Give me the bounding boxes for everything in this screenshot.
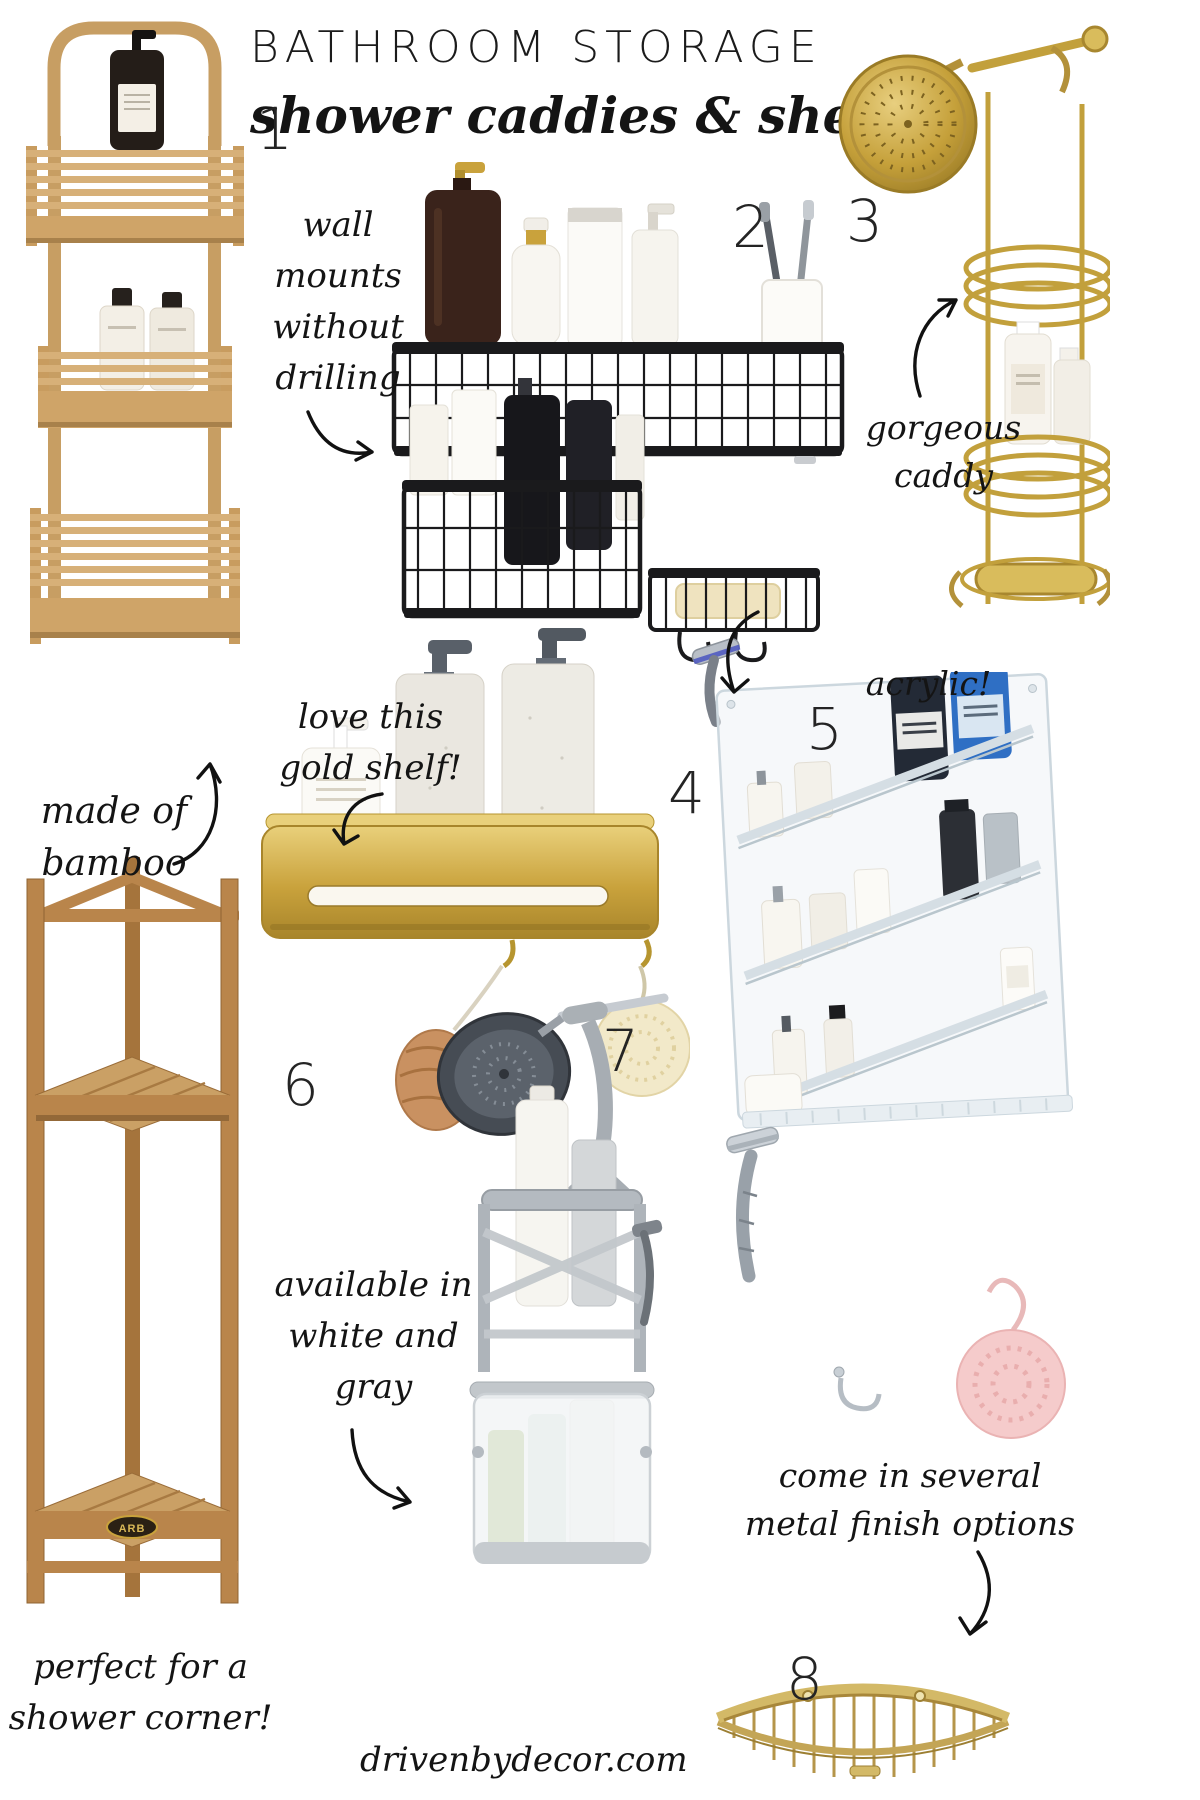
wire-soap-tray <box>648 568 820 663</box>
left-leg <box>26 878 45 1604</box>
top-frame <box>27 871 239 923</box>
product-2-black-wire-baskets <box>391 162 845 727</box>
bamboo-box-middle <box>38 346 232 428</box>
page-subtitle: shower caddies & shelves <box>250 86 963 145</box>
annotation-gold-shelf: love this gold shelf! <box>279 697 462 788</box>
gold-middle-basket <box>963 434 1110 518</box>
product-number-7: 7 <box>602 1017 639 1085</box>
product-number-1: 1 <box>256 95 293 163</box>
acrylic-shelf-row-2-products <box>761 799 1021 970</box>
white-round-bottle <box>511 217 561 346</box>
arrow-to-bamboo-caddy <box>172 762 222 866</box>
white-tubes-and-black-bottles <box>409 378 645 565</box>
arrow-to-gold-shelf <box>332 792 384 846</box>
arrow-to-gray-caddy <box>350 1428 412 1510</box>
product-7-gray-hanging-caddy <box>436 993 669 1564</box>
annotation-metal-finish: come in several metal finish options <box>744 1456 1076 1543</box>
page-title: BATHROOM STORAGE <box>250 22 823 73</box>
annotation-made-of-bamboo: made of bamboo <box>40 791 188 885</box>
annotation-gorgeous-caddy: gorgeous caddy <box>865 408 1022 495</box>
gold-soap-dish <box>949 557 1110 608</box>
product-5-acrylic-caddy <box>715 672 1074 1439</box>
bamboo-box-bottom <box>30 508 240 644</box>
dark-pump-bottle <box>110 30 164 150</box>
speckled-pump-bottle-right <box>501 628 595 861</box>
front-clip <box>849 1765 881 1777</box>
caddy-upper-section <box>478 1085 663 1372</box>
back-leg <box>125 857 140 1597</box>
shampoo-bottles <box>1004 321 1091 445</box>
annotation-white-gray: available in white and gray <box>274 1265 473 1407</box>
svg-text:ARB: ARB <box>119 1523 146 1535</box>
acrylic-shelf-2 <box>743 860 1042 981</box>
acrylic-shelf-1 <box>736 724 1035 845</box>
white-cylinder-bottle <box>567 207 623 346</box>
product-3-gold-shower-caddy <box>838 25 1110 608</box>
product-number-5: 5 <box>806 695 843 763</box>
gold-shelf-basket <box>261 813 659 939</box>
rim-screws <box>802 1690 926 1702</box>
caddy-lower-bin <box>469 1381 655 1564</box>
bottom-tray <box>742 1073 1074 1129</box>
hanging-razor <box>726 1126 779 1283</box>
basket-top-rim <box>715 1683 1011 1724</box>
arrow-to-gold-caddy <box>913 298 958 398</box>
acrylic-shelf-row-1-products <box>746 672 1012 838</box>
right-leg <box>220 878 239 1604</box>
chrome-hook <box>833 1366 882 1412</box>
arrow-to-acrylic-caddy <box>720 610 760 694</box>
arb-logo-badge: ARB <box>106 1515 158 1539</box>
product-number-2: 2 <box>732 193 769 261</box>
white-pump-bottle <box>631 203 679 346</box>
product-1-bamboo-three-tier-caddy <box>26 21 244 644</box>
wire-basket-lower <box>401 480 643 619</box>
arrow-to-wire-baskets <box>306 410 374 462</box>
arrow-to-corner-basket <box>958 1550 991 1636</box>
annotation-shower-corner: perfect for a shower corner! <box>8 1647 273 1738</box>
basket-bottom-rim <box>716 1718 1010 1756</box>
clipped-razor <box>632 1219 663 1326</box>
bottom-cross-bar <box>27 1561 238 1573</box>
white-shampoo-bottles <box>99 288 195 391</box>
product-8-gold-corner-basket <box>715 1683 1011 1779</box>
amber-pump-bottle <box>425 162 501 345</box>
bamboo-box-top <box>26 146 244 246</box>
product-number-3: 3 <box>846 187 883 255</box>
annotation-wall-mounts: wall mounts without drilling <box>272 205 404 398</box>
product-number-8: 8 <box>786 1645 823 1713</box>
pink-loofah <box>956 1277 1066 1439</box>
corner-shelf-lower: ARB <box>34 1472 231 1548</box>
gold-shower-arm <box>936 25 1109 78</box>
product-6-teak-corner-shelf: ARB <box>26 857 239 1604</box>
product-number-4: 4 <box>668 759 705 827</box>
annotation-acrylic: acrylic! <box>865 664 992 703</box>
corner-shelf-upper <box>34 1056 231 1132</box>
site-credit: drivenbydecor.com <box>360 1740 688 1780</box>
product-number-6: 6 <box>282 1051 319 1119</box>
gold-caddy-frame <box>985 45 1085 604</box>
gold-showerhead <box>838 54 978 194</box>
